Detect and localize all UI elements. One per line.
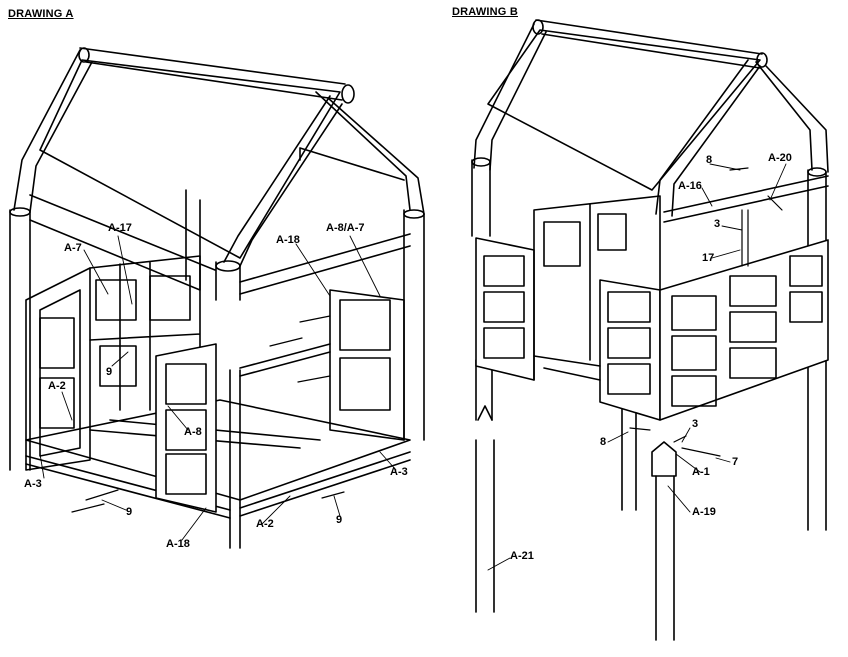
callout-label: 8 bbox=[706, 154, 713, 166]
left-window-top bbox=[39, 317, 75, 369]
window bbox=[671, 295, 717, 331]
rafter-front bbox=[655, 59, 761, 217]
rafter-back bbox=[755, 61, 829, 173]
drawing-a-structure bbox=[9, 47, 425, 549]
callout-label: A-21 bbox=[510, 550, 534, 562]
right-rafter-front bbox=[223, 95, 343, 267]
window bbox=[789, 255, 823, 287]
callout-label: A-8 bbox=[184, 426, 202, 438]
bottom-rail-front bbox=[239, 451, 411, 517]
leg-a21-insert bbox=[477, 405, 493, 421]
callout-label: A-2 bbox=[48, 380, 66, 392]
ridge-tube-end bbox=[341, 84, 355, 104]
callout-label: 17 bbox=[702, 252, 715, 264]
leg-a19-insert bbox=[651, 441, 677, 477]
post-center bbox=[621, 399, 637, 511]
post-cap bbox=[471, 157, 491, 167]
callout-label: A-19 bbox=[692, 506, 716, 518]
roof-ridge-tube bbox=[79, 47, 346, 101]
leader-lines bbox=[487, 163, 787, 571]
window bbox=[607, 327, 651, 359]
leg-a21 bbox=[475, 439, 495, 613]
callout-label: A-7 bbox=[64, 242, 82, 254]
window bbox=[607, 363, 651, 395]
callout-label: 8 bbox=[600, 436, 607, 448]
back-window bbox=[149, 275, 191, 321]
callout-label: 9 bbox=[126, 506, 133, 518]
back-window bbox=[95, 279, 137, 321]
leg-a19 bbox=[655, 475, 675, 641]
top-rail bbox=[663, 175, 829, 223]
drawing-b-structure bbox=[471, 19, 829, 641]
box-right-panel bbox=[659, 239, 829, 421]
drawing-b-title: DRAWING B bbox=[452, 6, 518, 18]
hardware bbox=[629, 167, 783, 457]
post-front-left bbox=[215, 261, 241, 549]
box-floor bbox=[533, 355, 601, 381]
back-wall-right bbox=[299, 147, 405, 181]
right-rafter-back bbox=[315, 91, 425, 215]
mid-rail bbox=[239, 343, 331, 377]
floor bbox=[25, 399, 411, 501]
callout-label: 9 bbox=[336, 514, 343, 526]
window bbox=[483, 291, 525, 323]
ridge-tube-end bbox=[756, 52, 768, 68]
callout-label: A-2 bbox=[256, 518, 274, 530]
window bbox=[729, 347, 777, 379]
callout-label: A-1 bbox=[692, 466, 710, 478]
callout-label: A-18 bbox=[276, 234, 300, 246]
post-left-back bbox=[9, 209, 31, 471]
left-frame bbox=[25, 267, 91, 471]
callout-label: A-16 bbox=[678, 180, 702, 192]
top-rail bbox=[239, 233, 411, 295]
window bbox=[483, 327, 525, 359]
front-window bbox=[165, 409, 207, 451]
back-window bbox=[597, 213, 627, 251]
window bbox=[729, 311, 777, 343]
right-window-bottom bbox=[339, 357, 391, 411]
drawing-a-title: DRAWING A bbox=[8, 8, 74, 20]
callout-label: A-18 bbox=[166, 538, 190, 550]
window bbox=[607, 291, 651, 323]
back-panel-grid bbox=[89, 255, 201, 461]
callout-label: A-3 bbox=[390, 466, 408, 478]
callout-label: A-17 bbox=[108, 222, 132, 234]
callout-label: A-3 bbox=[24, 478, 42, 490]
bolts bbox=[71, 315, 345, 513]
roof-ridge-tube bbox=[535, 19, 763, 69]
roof-panel bbox=[39, 59, 341, 259]
callout-label: 9 bbox=[106, 366, 113, 378]
window bbox=[671, 375, 717, 407]
post-right-back bbox=[403, 209, 425, 441]
back-window bbox=[543, 221, 581, 267]
roof-panel bbox=[487, 29, 761, 191]
box-front-panel bbox=[599, 279, 661, 421]
window bbox=[483, 255, 525, 287]
callout-label: 7 bbox=[732, 456, 739, 468]
window bbox=[789, 291, 823, 323]
leader-lines bbox=[39, 235, 397, 541]
post-cap bbox=[9, 207, 31, 217]
back-wall bbox=[29, 189, 216, 291]
post-cap bbox=[215, 260, 241, 272]
ridge-tube-end bbox=[78, 47, 90, 63]
callout-label: 3 bbox=[692, 418, 699, 430]
post-left bbox=[471, 159, 493, 421]
callout-label: 3 bbox=[714, 218, 721, 230]
window bbox=[729, 275, 777, 307]
post-cap bbox=[807, 167, 827, 177]
callout-label: A-8/A-7 bbox=[326, 222, 365, 234]
back-window bbox=[99, 345, 137, 387]
front-window bbox=[165, 453, 207, 495]
right-frame bbox=[329, 289, 405, 441]
right-window-top bbox=[339, 299, 391, 351]
left-window-bottom bbox=[39, 377, 75, 429]
front-window bbox=[165, 363, 207, 405]
post-cap bbox=[403, 209, 425, 219]
callout-label: A-20 bbox=[768, 152, 792, 164]
window bbox=[671, 335, 717, 371]
